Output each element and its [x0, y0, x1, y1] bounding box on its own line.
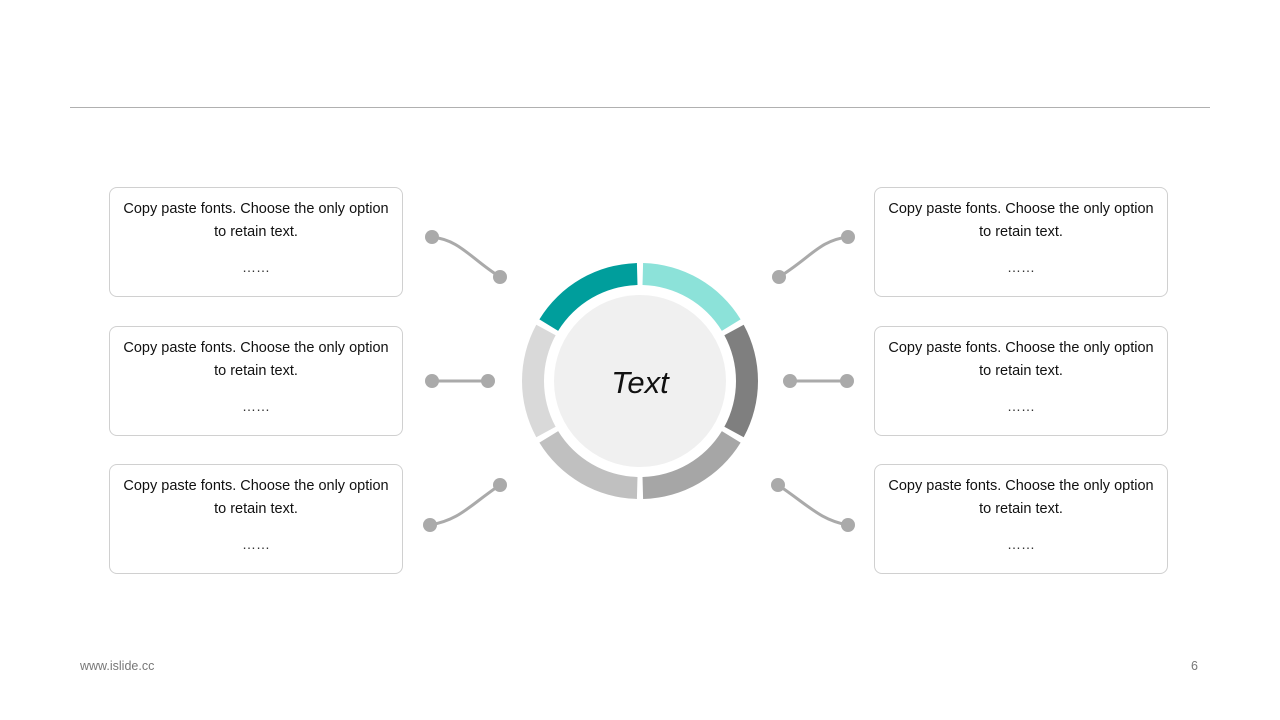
center-circle — [554, 295, 726, 467]
box-ellipsis: …… — [242, 398, 270, 414]
box-text: Copy paste fonts. Choose the only option… — [888, 201, 1154, 240]
connector-dots — [423, 230, 855, 532]
box-text: Copy paste fonts. Choose the only option… — [123, 201, 389, 240]
ring-segment-2 — [642, 263, 741, 331]
text-box-left-1: Copy paste fonts. Choose the only option… — [109, 187, 403, 297]
box-text: Copy paste fonts. Choose the only option… — [123, 478, 389, 517]
ring-segment-6 — [521, 324, 556, 438]
segmented-ring — [521, 263, 758, 499]
ring-segment-3 — [724, 324, 758, 438]
center-label: Text — [611, 365, 670, 400]
box-ellipsis: …… — [1007, 398, 1035, 414]
box-ellipsis: …… — [242, 536, 270, 552]
box-ellipsis: …… — [1007, 259, 1035, 275]
connectors — [429, 235, 849, 527]
text-box-right-3: Copy paste fonts. Choose the only option… — [874, 464, 1168, 574]
connector-right-1 — [778, 235, 849, 279]
connector-left-1 — [431, 235, 501, 279]
box-text: Copy paste fonts. Choose the only option… — [888, 340, 1154, 379]
box-text: Copy paste fonts. Choose the only option… — [123, 340, 389, 379]
box-ellipsis: …… — [1007, 536, 1035, 552]
ring-segment-4 — [642, 431, 741, 499]
text-box-right-1: Copy paste fonts. Choose the only option… — [874, 187, 1168, 297]
footer-website: www.islide.cc — [80, 659, 155, 673]
header-divider — [70, 107, 1210, 108]
page-number: 6 — [1191, 659, 1198, 673]
box-text: Copy paste fonts. Choose the only option… — [888, 478, 1154, 517]
text-box-left-2: Copy paste fonts. Choose the only option… — [109, 326, 403, 436]
text-box-right-2: Copy paste fonts. Choose the only option… — [874, 326, 1168, 436]
ring-segment-5 — [539, 431, 638, 499]
connector-right-3 — [777, 483, 849, 527]
text-box-left-3: Copy paste fonts. Choose the only option… — [109, 464, 403, 574]
box-ellipsis: …… — [242, 259, 270, 275]
connector-left-3 — [429, 483, 501, 527]
ring-segment-1 — [539, 263, 638, 331]
